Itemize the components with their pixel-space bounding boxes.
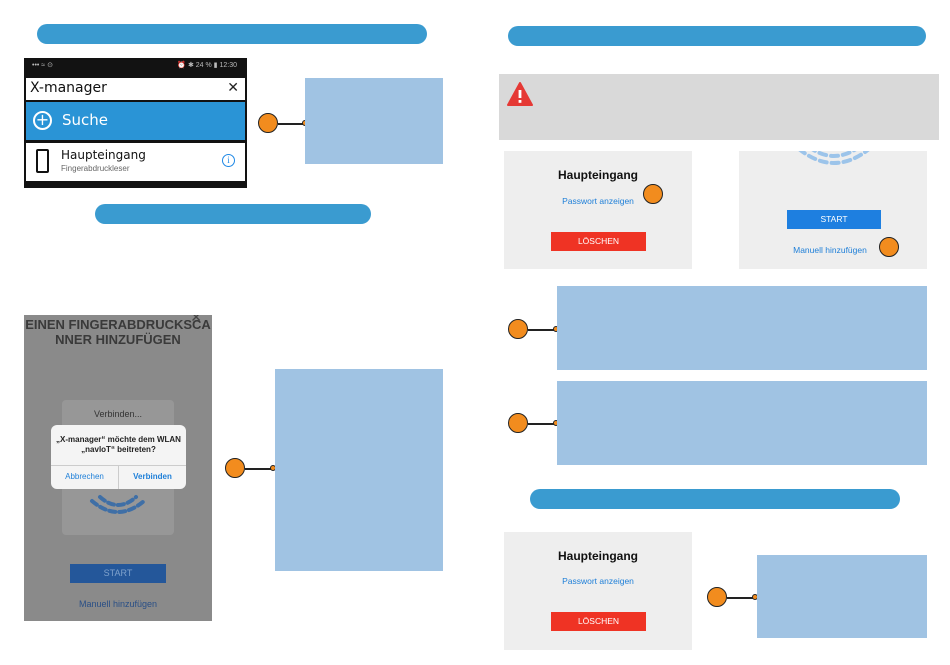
device-title: Haupteingang bbox=[558, 168, 638, 182]
delete-button[interactable]: LÖSCHEN bbox=[551, 232, 646, 251]
device-card: Haupteingang Passwort anzeigen LÖSCHEN bbox=[504, 151, 692, 269]
warning-box bbox=[499, 74, 939, 140]
device-list-item[interactable]: Haupteingang Fingerabdruckleser i bbox=[26, 143, 245, 181]
page-title: EINEN FINGERABDRUCKSCA NNER HINZUFÜGEN bbox=[25, 317, 211, 347]
connecting-label: Verbinden... bbox=[93, 409, 143, 419]
note-box bbox=[557, 381, 927, 465]
dialog-connect-button[interactable]: Verbinden bbox=[133, 472, 172, 481]
note-box bbox=[305, 78, 443, 164]
callout-marker bbox=[258, 113, 278, 133]
start-button[interactable]: START bbox=[70, 564, 166, 583]
show-password-link[interactable]: Passwort anzeigen bbox=[562, 196, 634, 206]
search-button-label: Suche bbox=[62, 111, 109, 129]
callout-connector bbox=[278, 123, 304, 125]
info-icon[interactable]: i bbox=[222, 154, 235, 167]
phone-icon bbox=[36, 149, 49, 173]
callout-connector bbox=[528, 423, 556, 425]
search-button[interactable]: + Suche bbox=[26, 102, 245, 140]
callout-marker bbox=[643, 184, 663, 204]
plus-circle-icon: + bbox=[33, 111, 52, 130]
callout-marker bbox=[508, 319, 528, 339]
note-box bbox=[275, 369, 443, 571]
search-screenshot: ••• ≈ ⊙ ⏰ ✱ 24 % ▮ 12:30 X-manager ✕ + S… bbox=[24, 58, 247, 188]
callout-marker bbox=[225, 458, 245, 478]
search-input-value: X-manager bbox=[30, 80, 107, 96]
show-password-link[interactable]: Passwort anzeigen bbox=[562, 576, 634, 586]
fingerprint-icon bbox=[798, 151, 870, 165]
status-bar: ••• ≈ ⊙ ⏰ ✱ 24 % ▮ 12:30 bbox=[24, 58, 247, 74]
callout-connector bbox=[528, 329, 556, 331]
dialog-divider bbox=[118, 465, 119, 489]
close-icon[interactable]: ✕ bbox=[227, 80, 239, 96]
callout-marker bbox=[508, 413, 528, 433]
callout-connector bbox=[727, 597, 755, 599]
callout-marker bbox=[707, 587, 727, 607]
section-header-pill bbox=[95, 204, 371, 224]
callout-connector bbox=[245, 468, 273, 470]
status-clock: ⏰ ✱ 24 % ▮ 12:30 bbox=[177, 62, 237, 69]
manual-add-link[interactable]: Manuell hinzufügen bbox=[793, 245, 867, 255]
start-button[interactable]: START bbox=[787, 210, 881, 229]
dialog-message: „X-manager“ möchte dem WLAN „navloT“ bei… bbox=[56, 435, 181, 454]
search-input[interactable]: X-manager ✕ bbox=[26, 78, 245, 100]
note-box bbox=[557, 286, 927, 370]
warning-icon bbox=[507, 82, 533, 106]
wifi-join-screenshot: EINEN FINGERABDRUCKSCA NNER HINZUFÜGEN ✕… bbox=[24, 315, 212, 621]
fingerprint-icon bbox=[90, 495, 146, 514]
device-card: Haupteingang Passwort anzeigen LÖSCHEN bbox=[504, 532, 692, 650]
close-icon[interactable]: ✕ bbox=[190, 315, 202, 325]
device-name: Haupteingang bbox=[61, 148, 146, 162]
add-device-card: START Manuell hinzufügen bbox=[739, 151, 927, 269]
dialog-cancel-button[interactable]: Abbrechen bbox=[65, 472, 104, 481]
signal-icon: ••• ≈ ⊙ bbox=[32, 62, 53, 69]
section-header-pill bbox=[508, 26, 926, 46]
device-subtitle: Fingerabdruckleser bbox=[61, 164, 130, 173]
manual-add-link[interactable]: Manuell hinzufügen bbox=[78, 599, 158, 609]
section-header-pill bbox=[37, 24, 427, 44]
device-title: Haupteingang bbox=[558, 549, 638, 563]
callout-marker bbox=[879, 237, 899, 257]
note-box bbox=[757, 555, 927, 638]
delete-button[interactable]: LÖSCHEN bbox=[551, 612, 646, 631]
section-header-pill bbox=[530, 489, 900, 509]
wifi-join-dialog: „X-manager“ möchte dem WLAN „navloT“ bei… bbox=[51, 425, 186, 489]
